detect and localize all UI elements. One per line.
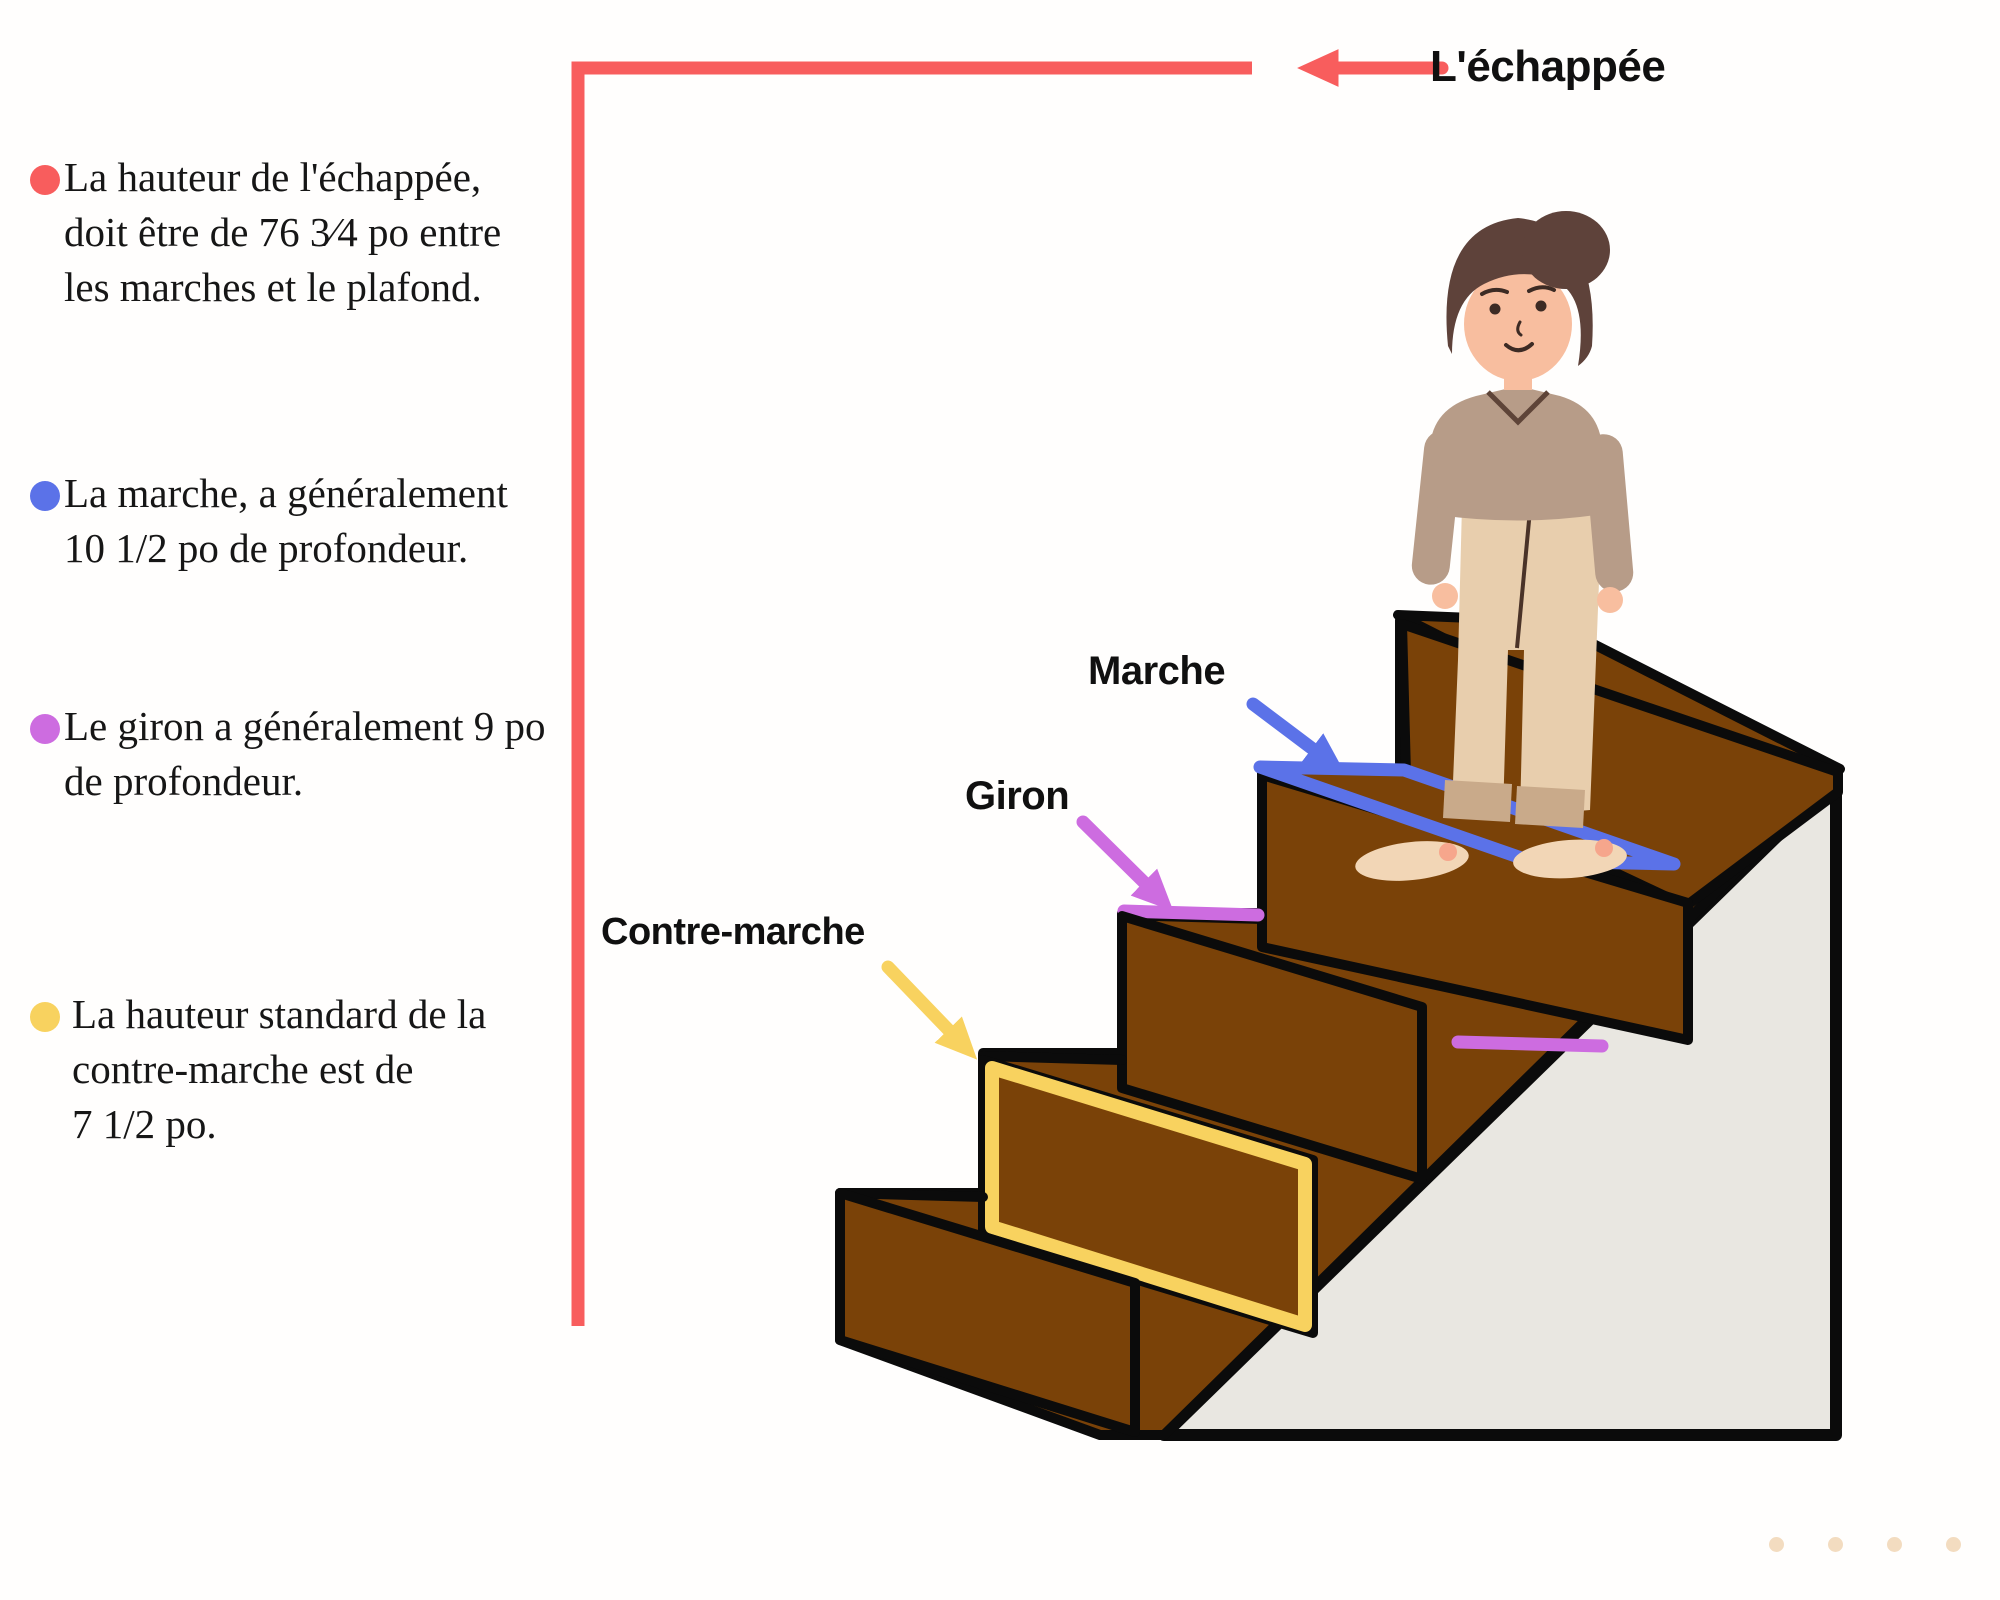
left-heel-blush <box>1439 843 1457 861</box>
legend-line: de profondeur. <box>64 758 304 804</box>
staircase <box>835 610 1845 1441</box>
red-bullet-icon <box>30 165 60 195</box>
legend-line: La hauteur de l'échappée, <box>64 154 482 200</box>
right-brow <box>1527 285 1556 293</box>
marche-label: Marche <box>1088 649 1226 693</box>
legend-line: les marches et le plafond. <box>64 264 482 310</box>
legend-text-contremarche: La hauteur standard de la contre-marche … <box>72 987 486 1152</box>
contremarche-arrow-icon <box>881 960 978 1060</box>
contremarche-highlight <box>985 1061 1312 1332</box>
contremarche-label: Contre-marche <box>601 911 865 953</box>
step-1-riser <box>835 1188 1140 1437</box>
headroom-bracket-line <box>571 61 1252 1326</box>
left-brow <box>1480 287 1509 296</box>
legend-line: 10 1/2 po de profondeur. <box>64 525 469 571</box>
smile <box>1504 342 1534 353</box>
legend-line: La hauteur standard de la <box>72 991 487 1037</box>
right-heel-blush <box>1595 839 1613 857</box>
giron-highlight-near <box>1117 904 1265 922</box>
legend-line: La marche, a généralement <box>64 470 508 516</box>
pants-crease <box>1515 509 1532 649</box>
landing-front-face <box>1397 619 1843 911</box>
collar <box>1486 390 1550 426</box>
hair-bun <box>1522 211 1610 289</box>
blue-bullet-icon <box>30 481 60 511</box>
step-2-run-edge <box>978 1051 1127 1065</box>
legend-line: 7 1/2 po. <box>72 1101 217 1147</box>
footer-dot-icon <box>1887 1537 1902 1552</box>
legend-text-marche: La marche, a généralement 10 1/2 po de p… <box>64 466 508 576</box>
left-hand <box>1432 583 1458 609</box>
purple-bullet-icon <box>30 714 60 744</box>
step-1-run-edge <box>835 1188 988 1202</box>
giron-highlight-far <box>1451 1035 1609 1053</box>
footer-dots <box>1769 1537 1961 1552</box>
legend-line: contre-marche est de <box>72 1046 414 1092</box>
blouse <box>1430 386 1602 521</box>
legend-text-giron: Le giron a généralement 9 po de profonde… <box>64 699 546 809</box>
legend-line: Le giron a généralement 9 po <box>64 703 546 749</box>
giron-arrow-icon <box>1076 815 1174 912</box>
pants <box>1452 505 1602 816</box>
legend-line: doit être de 76 3⁄4 po entre <box>64 209 502 255</box>
nose <box>1516 320 1523 337</box>
echappee-label: L'échappée <box>1430 42 1666 91</box>
left-cuff <box>1443 780 1512 822</box>
marche-arrow-icon <box>1246 697 1346 774</box>
footer-dot-icon <box>1946 1537 1961 1552</box>
giron-label: Giron <box>965 774 1070 818</box>
legend-text-echappee: La hauteur de l'échappée, doit être de 7… <box>64 150 501 315</box>
right-cuff <box>1515 786 1585 828</box>
left-eye <box>1489 303 1501 315</box>
right-eye <box>1535 300 1547 312</box>
right-hand <box>1597 587 1623 613</box>
footer-dot-icon <box>1828 1537 1843 1552</box>
yellow-bullet-icon <box>30 1002 60 1032</box>
step-3-riser <box>1117 911 1427 1184</box>
footer-dot-icon <box>1769 1537 1784 1552</box>
woman-figure <box>1355 211 1634 881</box>
